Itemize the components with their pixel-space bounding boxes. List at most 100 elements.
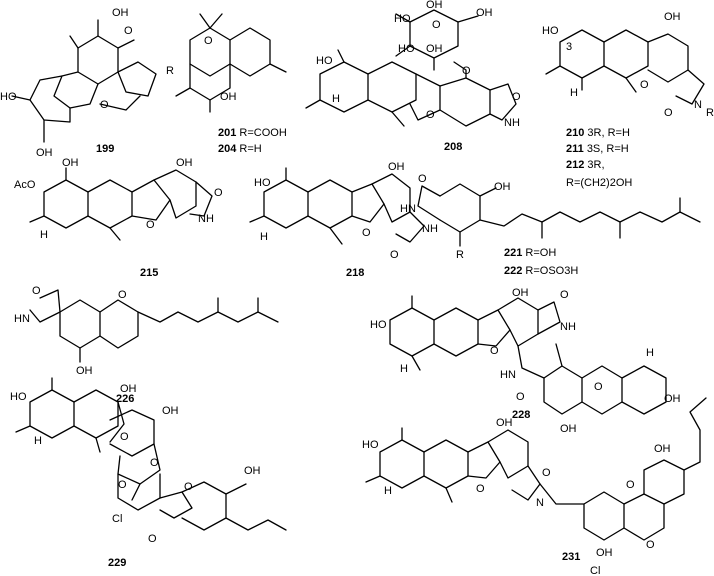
atom-o: O	[124, 25, 133, 37]
compound-number-199: 199	[96, 143, 114, 155]
atom-o: O	[204, 35, 213, 47]
atom-nh: NH	[504, 117, 520, 129]
atom-o: O	[426, 109, 435, 121]
atom-o: O	[362, 227, 371, 239]
atom-oh: OH	[476, 7, 493, 19]
atom-o: O	[640, 79, 649, 91]
compound-number-229: 229	[108, 557, 126, 569]
atom-o: O	[594, 381, 603, 393]
atom-o: O	[516, 391, 525, 403]
atom-o: O	[646, 539, 655, 551]
compound-label-212: 212 3R,	[566, 159, 605, 171]
structure-226	[29, 289, 279, 363]
atom-nh: NH	[422, 223, 438, 235]
compound-label-222: 222 R=OSO3H	[504, 265, 578, 277]
atom-o: O	[560, 289, 569, 301]
atom-cl: Cl	[112, 513, 122, 525]
atom-o: O	[100, 99, 109, 111]
atom-h: H	[332, 93, 340, 105]
atom-o: O	[214, 187, 223, 199]
atom-ho: HO	[362, 439, 379, 451]
atom-o: O	[462, 65, 471, 77]
compound-number-215: 215	[140, 267, 158, 279]
compound-label-204: 204 R=H	[218, 143, 262, 155]
structure-228	[389, 295, 667, 415]
atom-oh: OH	[220, 91, 237, 103]
atom-oh: OH	[388, 161, 405, 173]
atom-n: N	[694, 99, 702, 111]
atom-ho: HO	[394, 13, 411, 25]
atom-h: H	[570, 87, 578, 99]
structure-229	[15, 377, 287, 531]
atom-o: O	[490, 345, 499, 357]
compound-number-208: 208	[444, 141, 462, 153]
atom-o: O	[432, 19, 441, 31]
atom-o: O	[150, 457, 159, 469]
atom-r: R	[706, 107, 714, 119]
atom-o: O	[148, 533, 157, 545]
atom-oh: OH	[560, 423, 577, 435]
atom-oh: OH	[664, 11, 681, 23]
atom-cl: Cl	[590, 565, 600, 576]
atom-o: O	[120, 431, 129, 443]
atom-o: O	[664, 107, 673, 119]
atom-h: H	[646, 347, 654, 359]
atom-hn: HN	[400, 203, 416, 215]
atom-oh: OH	[654, 443, 671, 455]
atom-o: O	[626, 479, 635, 491]
compound-number-226: 226	[116, 393, 134, 405]
atom-ho: HO	[398, 43, 415, 55]
atom-oh: OH	[176, 157, 193, 169]
structure-231	[365, 397, 707, 541]
structure-215	[29, 167, 213, 241]
atom-o: O	[118, 479, 127, 491]
atom-o: O	[118, 289, 127, 301]
compound-number-218: 218	[346, 267, 364, 279]
atom-ho: HO	[0, 91, 17, 103]
atom-oh: OH	[426, 43, 443, 55]
atom-h: H	[34, 435, 42, 447]
compound-label-221: 221 R=OH	[504, 247, 556, 259]
atom-oh: OH	[244, 465, 261, 477]
compound-number-228: 228	[512, 409, 530, 421]
atom-oh: OH	[664, 393, 681, 405]
atom-r: R	[456, 249, 464, 261]
atom-oh: OH	[596, 547, 613, 559]
atom-o: O	[542, 467, 551, 479]
atom-r: R	[166, 65, 174, 77]
atom-o: O	[512, 91, 521, 103]
atom-oh: OH	[426, 0, 443, 11]
structure-208	[305, 9, 517, 127]
compound-label-212-r: R=(CH2)2OH	[566, 177, 632, 189]
atom-oh: OH	[496, 417, 513, 429]
atom-oh: OH	[120, 383, 137, 395]
structure-201-204	[175, 13, 287, 113]
structure-218	[249, 167, 425, 245]
atom-oh: OH	[162, 405, 179, 417]
structure-221-222	[417, 183, 701, 247]
atom-o: O	[390, 249, 399, 261]
atom-o: O	[476, 483, 485, 495]
compound-number-231: 231	[562, 551, 580, 563]
atom-n: N	[536, 497, 544, 509]
atom-h: H	[384, 485, 392, 497]
atom-nh: NH	[560, 321, 576, 333]
atom-h: H	[40, 229, 48, 241]
atom-h: H	[400, 363, 408, 375]
atom-oh: OH	[36, 147, 53, 159]
atom-o: O	[32, 285, 41, 297]
atom-o: O	[184, 481, 193, 493]
atom-ho: HO	[254, 177, 271, 189]
compound-label-211: 211 3S, R=H	[566, 143, 629, 155]
atom-h: H	[260, 231, 268, 243]
atom-o: O	[146, 219, 155, 231]
atom-ho: HO	[542, 25, 559, 37]
atom-nh: NH	[198, 213, 214, 225]
structure-199	[11, 19, 157, 143]
structure-210-212	[545, 29, 705, 105]
atom-oh: OH	[112, 7, 129, 19]
compound-label-201: 201 R=COOH	[218, 127, 287, 139]
atom-hn: HN	[14, 313, 30, 325]
atom-aco: AcO	[14, 179, 36, 191]
